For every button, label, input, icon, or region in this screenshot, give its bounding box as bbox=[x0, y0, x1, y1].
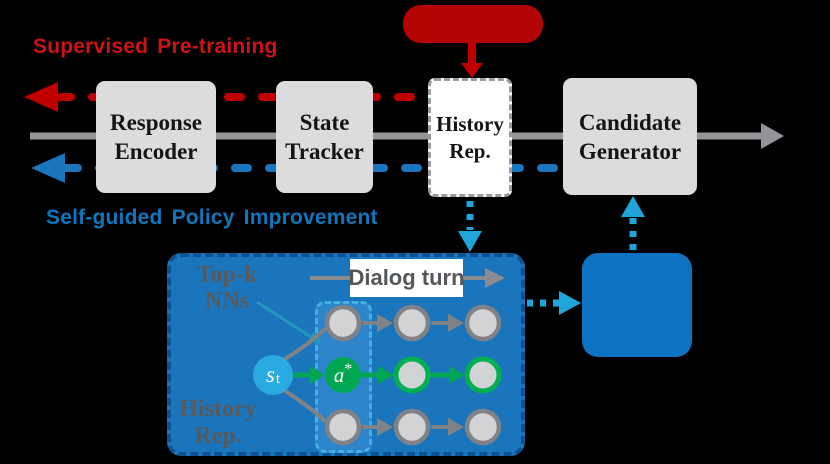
history-rep-box: History Rep. bbox=[428, 78, 512, 197]
a-node-symbol: a bbox=[333, 362, 345, 387]
s-node-subscript: t bbox=[275, 370, 281, 387]
panel-history-label-line1: History bbox=[179, 396, 257, 422]
self-guided-policy-label: Self-guided Policy Improvement bbox=[46, 206, 378, 229]
dialog-turn-label: Dialog turn bbox=[348, 259, 465, 297]
s-node-symbol: s bbox=[265, 362, 275, 387]
candidate-generator-label-line1: Candidate bbox=[578, 109, 682, 135]
panel-history-rep-label: History Rep. bbox=[170, 396, 266, 450]
bluebox-to-generator-arrowhead-icon bbox=[621, 196, 645, 217]
panel-to-bluebox-arrowhead-icon bbox=[559, 291, 581, 315]
state-tracker-label-line1: State bbox=[299, 110, 350, 135]
supervised-pretraining-label: Supervised Pre-training bbox=[33, 35, 278, 58]
dialog-turn-text: Dialog turn bbox=[348, 265, 465, 290]
state-tracker-label-line2: Tracker bbox=[285, 139, 364, 164]
history-rep-label-line2: Rep. bbox=[449, 138, 491, 163]
candidate-generator-label-line2: Generator bbox=[578, 138, 682, 164]
supervised-arrowhead-icon bbox=[24, 82, 58, 112]
panel-history-label-line2: Rep. bbox=[194, 423, 242, 449]
pipeline-arrowhead-icon bbox=[761, 123, 784, 149]
selfguided-arrowhead-icon bbox=[31, 153, 65, 183]
candidate-generator-box: Candidate Generator bbox=[563, 78, 697, 195]
a-node-superscript: * bbox=[344, 361, 353, 378]
topk-label-line1: Top-k bbox=[196, 262, 258, 288]
action-node-astar: a* bbox=[325, 357, 361, 393]
blue-module-box bbox=[582, 253, 692, 357]
red-capsule bbox=[403, 5, 543, 43]
history-rep-label-line1: History bbox=[436, 111, 504, 136]
state-tracker-box: State Tracker bbox=[276, 81, 373, 193]
topk-label-line2: NNs bbox=[204, 288, 249, 314]
response-encoder-label-line2: Encoder bbox=[114, 139, 198, 164]
topk-nns-label: Top-k NNs bbox=[186, 262, 268, 314]
capsule-down-arrowhead-icon bbox=[461, 63, 483, 78]
historyrep-to-panel-arrowhead-icon bbox=[458, 231, 482, 252]
response-encoder-label-line1: Response bbox=[109, 110, 202, 135]
response-encoder-box: Response Encoder bbox=[96, 81, 216, 193]
